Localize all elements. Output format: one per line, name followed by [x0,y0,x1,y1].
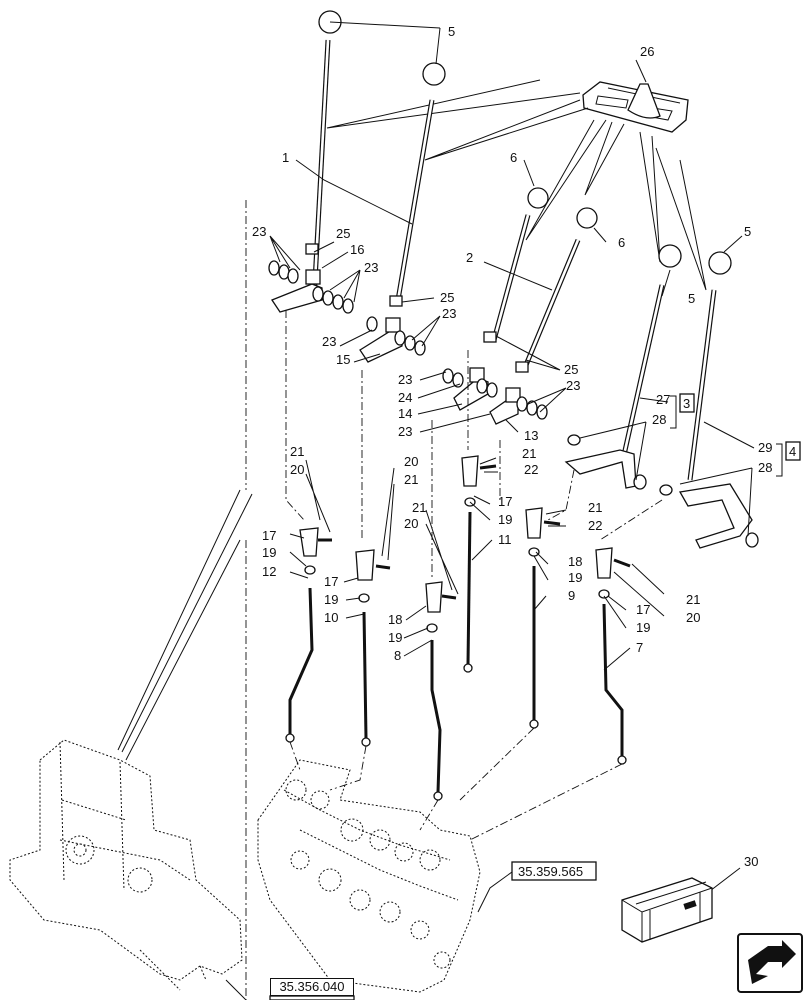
gate-plate [582,81,689,133]
valve-reference-text: 35.359.565 [518,864,583,879]
callout-9: 9 [568,588,575,603]
callout-23: 23 [442,306,456,321]
callout-15: 15 [336,352,350,367]
frame-reference-text: 35.356.040 [279,979,345,994]
callout-30: 30 [744,854,758,869]
callout-13: 13 [524,428,538,443]
callout-1: 1 [282,150,289,165]
callout-25: 25 [564,362,578,377]
callout-21: 21 [588,500,602,515]
callout-20: 20 [404,454,418,469]
callout-19: 19 [568,570,582,585]
left-frame-line [117,200,253,1000]
callout-16: 16 [350,242,364,257]
gate-leaders [326,79,707,291]
control-valve-block [257,759,481,993]
callout-20: 20 [290,462,304,477]
callout-28: 28 [652,412,666,427]
callout-17: 17 [636,602,650,617]
callout-19: 19 [324,592,338,607]
callout-28: 28 [758,460,772,475]
pivot-brackets [268,243,548,425]
callout-22: 22 [524,462,538,477]
callout-17: 17 [262,528,276,543]
callout-19: 19 [636,620,650,635]
callout-23: 23 [322,334,336,349]
callout-21: 21 [404,472,418,487]
next-page-arrow-icon[interactable] [737,933,803,993]
callout-11: 11 [498,532,512,547]
callout-5: 5 [448,24,455,39]
callout-29: 29 [758,440,772,455]
callout-6: 6 [510,150,517,165]
frame-reference-box[interactable]: 35.356.040 [270,978,354,996]
callout-19: 19 [388,630,402,645]
callout-6: 6 [618,235,625,250]
callout-19: 19 [498,512,512,527]
reference-box-valve[interactable]: 35.359.565 [511,861,597,881]
callout-21: 21 [290,444,304,459]
callout-25: 25 [336,226,350,241]
callout-labels: 5 26 1 6 6 5 5 2 23 25 16 23 25 23 23 15… [252,24,772,869]
side-brackets [564,434,759,549]
callout-18: 18 [568,554,582,569]
callout-21: 21 [522,446,536,461]
callout-2: 2 [466,250,473,265]
callout-23: 23 [364,260,378,275]
callout-17: 17 [324,574,338,589]
callout-23: 23 [398,372,412,387]
callout-23: 23 [252,224,266,239]
callout-20: 20 [404,516,418,531]
callout-26: 26 [640,44,654,59]
callout-4: 4 [789,444,796,459]
callout-23: 23 [398,424,412,439]
callout-leaders [225,21,755,1000]
callout-17: 17 [498,494,512,509]
callout-14: 14 [398,406,412,421]
callout-10: 10 [324,610,338,625]
callout-3: 3 [683,396,690,411]
callout-21: 21 [412,500,426,515]
callout-18: 18 [388,612,402,627]
callout-25: 25 [440,290,454,305]
reference-box-frame[interactable] [269,995,355,1000]
kit-box-icon [621,877,713,943]
center-lines [285,310,663,841]
callout-12: 12 [262,564,276,579]
lever-rods [311,10,732,481]
callout-5: 5 [744,224,751,239]
callout-23: 23 [566,378,580,393]
callout-22: 22 [588,518,602,533]
callout-19: 19 [262,545,276,560]
callout-20: 20 [686,610,700,625]
linkage-rods [285,455,631,801]
callout-24: 24 [398,390,412,405]
tractor-frame [9,739,243,991]
callout-21: 21 [686,592,700,607]
callout-7: 7 [636,640,643,655]
callout-27: 27 [656,392,670,407]
callout-8: 8 [394,648,401,663]
boxed-callouts: 3 4 [670,393,801,477]
callout-5: 5 [688,291,695,306]
